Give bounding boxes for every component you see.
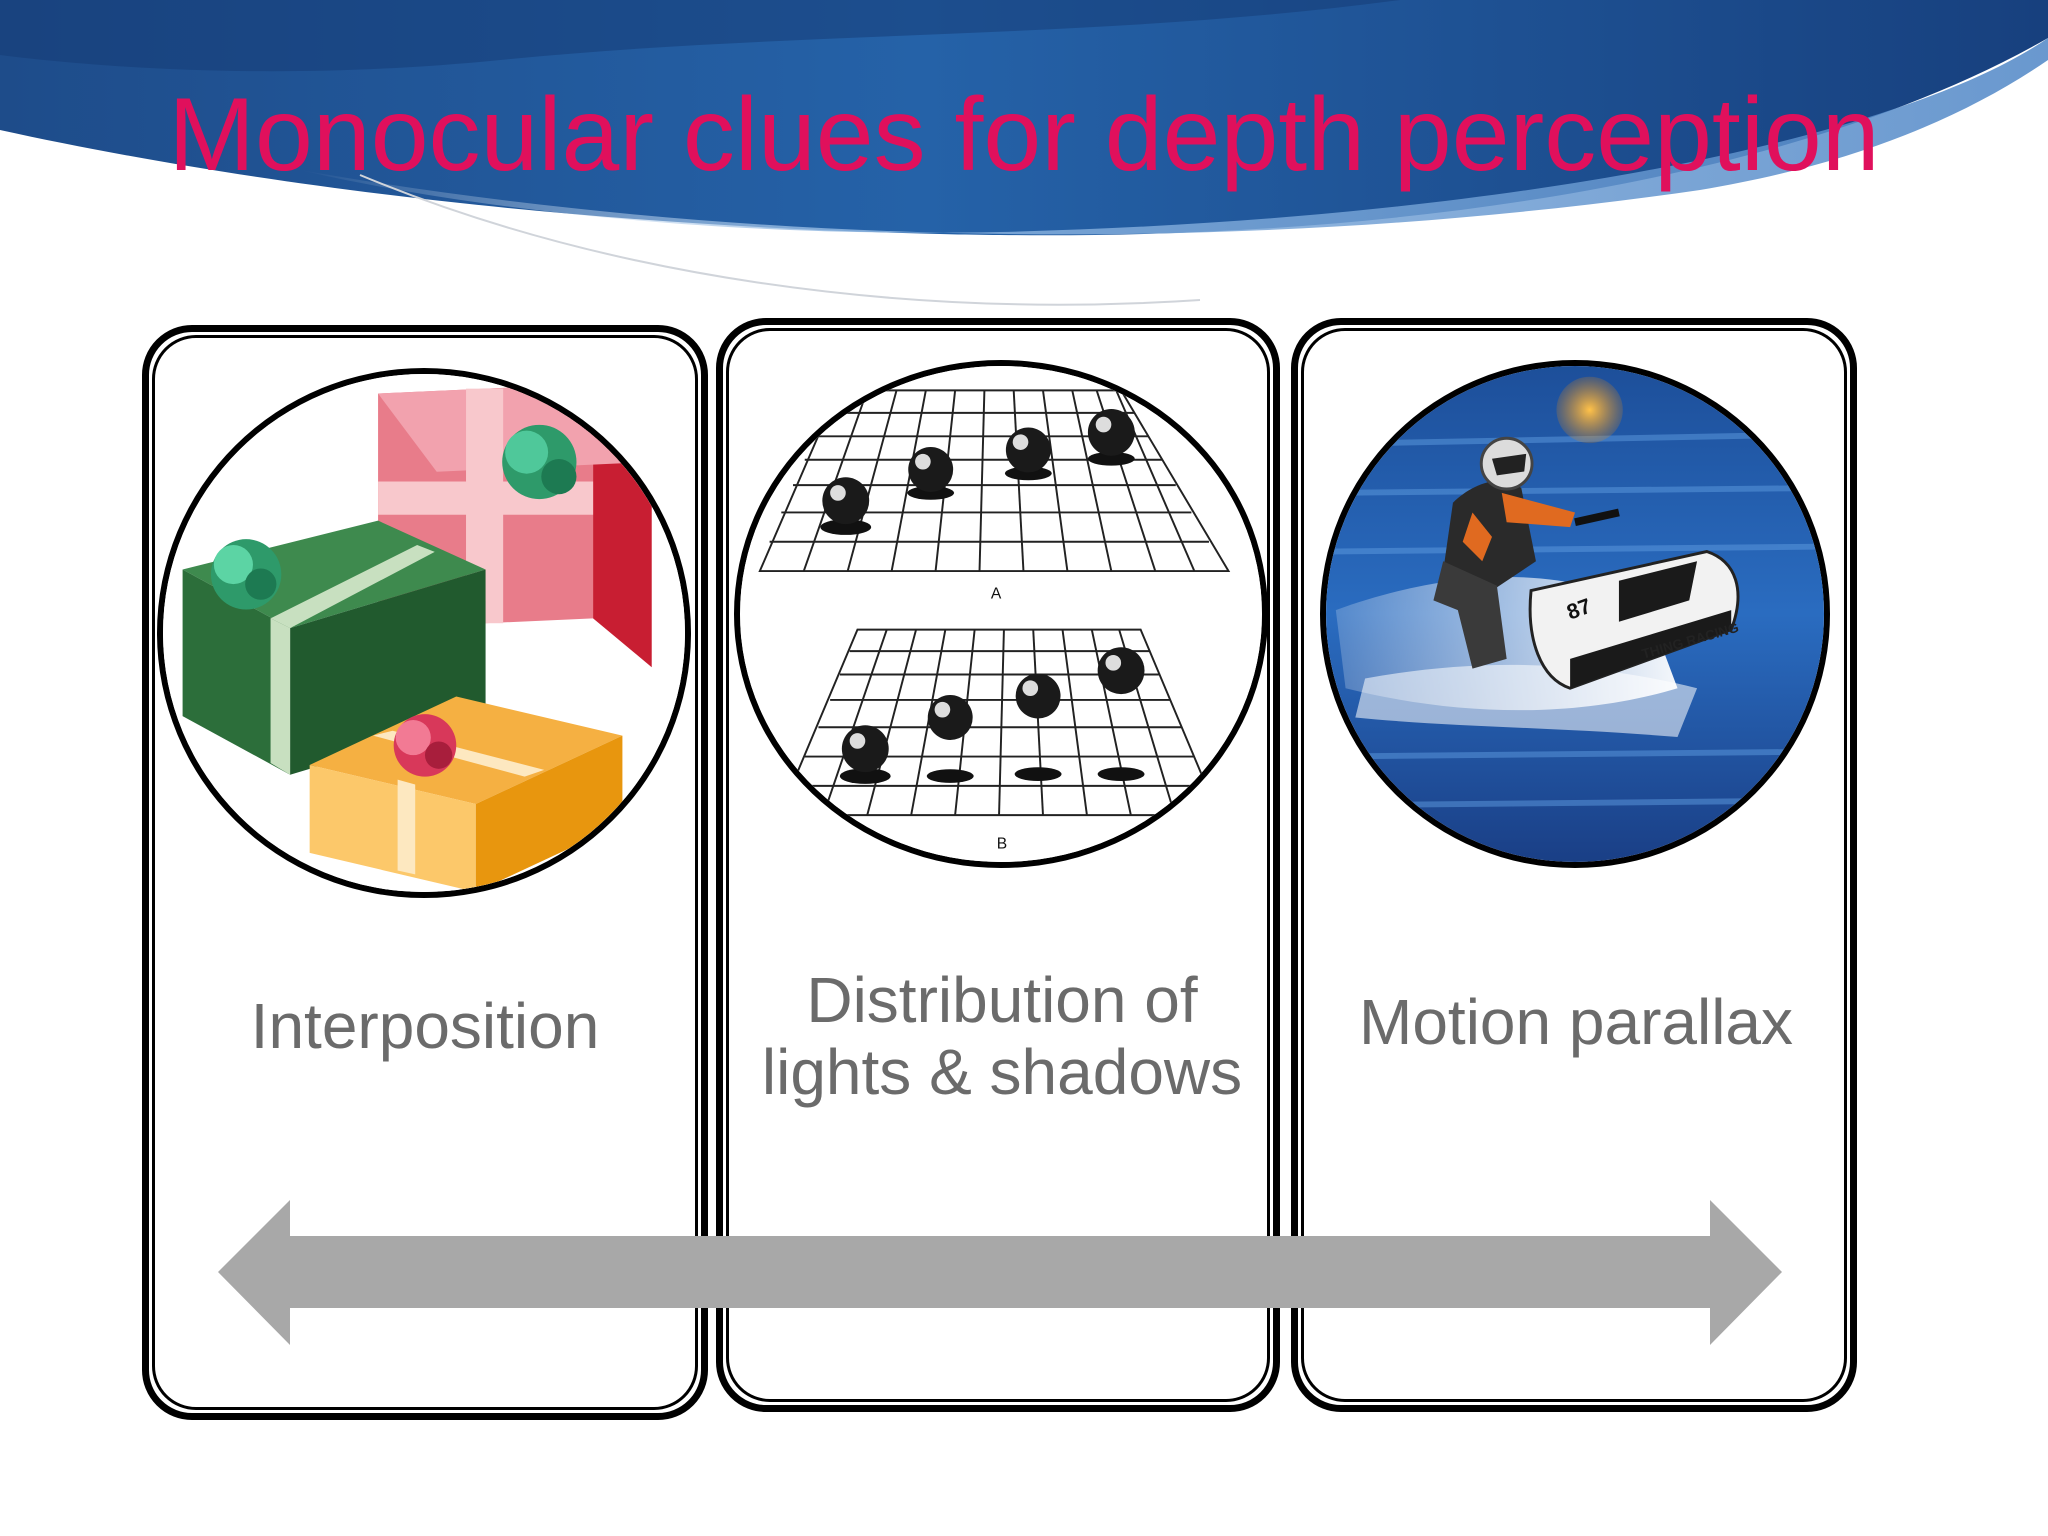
gift-boxes-illustration xyxy=(163,374,685,892)
double-headed-arrow xyxy=(218,1200,1782,1345)
slide-title: Monocular clues for depth perception xyxy=(168,77,1880,193)
panel-label-b: B xyxy=(997,835,1007,852)
grid-spheres-image: A B xyxy=(734,360,1268,868)
jet-ski-image: THING RACING 87 xyxy=(1320,360,1830,868)
card-label-interposition: Interposition xyxy=(250,990,600,1062)
gift-boxes-image xyxy=(157,368,691,898)
panel-label-a: A xyxy=(991,585,1002,602)
jet-ski-photo-illustration: THING RACING 87 xyxy=(1326,366,1824,862)
grid-spheres-illustration: A B xyxy=(740,366,1262,862)
card-label-lights-shadows: Distribution of lights & shadows xyxy=(761,964,1243,1108)
card-label-motion-parallax: Motion parallax xyxy=(1359,986,1793,1058)
